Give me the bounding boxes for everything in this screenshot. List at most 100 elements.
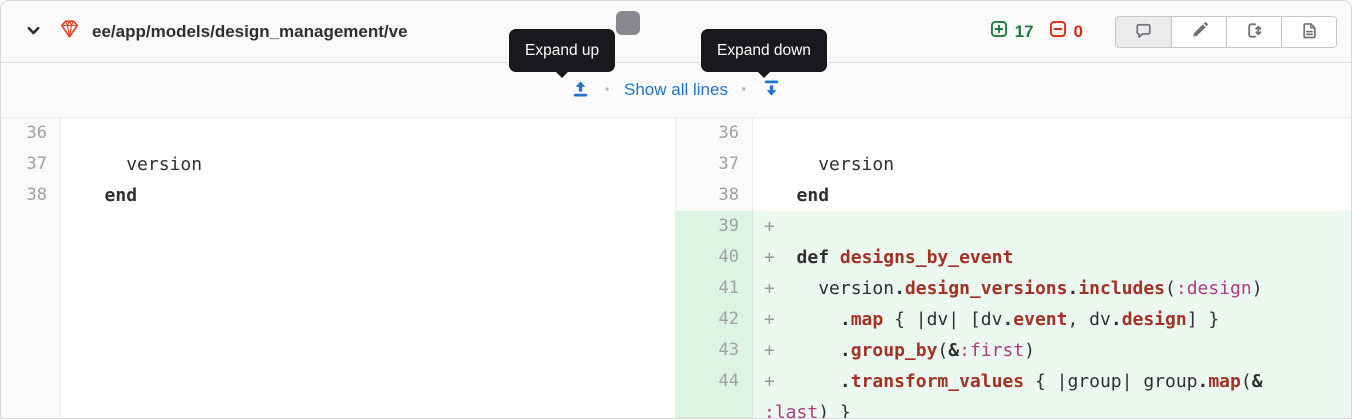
line-number[interactable]: 37 [1,149,61,180]
code-token: map [1208,371,1241,392]
empty-filler-row [1,211,675,418]
diff-marker [764,154,775,175]
gutter-filler [1,211,61,418]
tooltip-expand-down: Expand down [701,29,827,78]
diff-row: 36 [1,118,675,149]
code-token: ( [1240,371,1252,392]
edit-file-button[interactable] [1171,16,1226,47]
diff-row: 41+ version.design_versions.includes(:de… [676,273,1351,304]
line-number[interactable]: 44 [676,366,753,397]
diff-stats: 17 0 [990,20,1083,43]
code-token: design_versions [904,278,1068,299]
code-token: . [1110,309,1122,330]
code-line: version [753,149,1351,180]
line-number[interactable]: 38 [1,180,61,211]
code-token: ( [1165,278,1176,299]
line-number[interactable]: 38 [676,180,753,211]
diff-marker [72,185,83,206]
toggle-comments-button[interactable] [1116,16,1171,47]
diff-marker: + [764,247,775,268]
code-token: group_by [850,340,938,361]
code-token: . [839,309,851,330]
code-token [829,247,840,268]
code-token: includes [1078,278,1166,299]
separator-dot: · [604,78,612,101]
code-filler [61,211,675,418]
line-number[interactable]: 36 [1,118,61,149]
diff-row: :last) } [676,397,1351,418]
expand-lines-bar: · Show all lines · [1,63,1351,118]
code-line: + .transform_values { |group| group.map(… [753,366,1351,397]
expand-down-button[interactable] [761,78,782,102]
file-actions-group [1115,15,1337,48]
diff-row: 39+ [676,211,1351,242]
line-number[interactable] [676,397,753,418]
line-number[interactable]: 39 [676,211,753,242]
line-number[interactable]: 36 [676,118,753,149]
code-line: end [61,180,675,211]
ruby-gem-icon [57,17,82,46]
chevron-down-icon [26,23,41,41]
copy-file-path-button[interactable] [616,11,640,35]
pencil-icon [1191,21,1208,42]
expand-down-icon [761,78,782,102]
code-line: + .group_by(&:first) [753,335,1351,366]
code-token: :first [959,340,1025,361]
code-token: version [774,154,895,175]
diff-row: 43+ .group_by(&:first) [676,335,1351,366]
diff-row: 38 end [1,180,675,211]
line-number[interactable]: 41 [676,273,753,304]
code-token: end [104,185,138,206]
deletions-icon [1049,20,1067,43]
diff-marker: + [764,278,775,299]
code-line [61,118,675,149]
collapse-file-button[interactable] [19,18,47,46]
code-token: & [948,340,960,361]
code-token: map [850,309,884,330]
doc-versions-icon [1246,22,1263,42]
line-number[interactable]: 40 [676,242,753,273]
diff-row: 37 version [1,149,675,180]
diff-row: 44+ .transform_values { |group| group.ma… [676,366,1351,397]
expand-up-button[interactable] [570,78,591,102]
diff-file-header: ee/app/models/design_management/ve 17 0 [1,1,1351,63]
diff-marker: + [764,309,775,330]
code-token: { |dv| [dv [883,309,1003,330]
additions-icon [990,20,1008,43]
code-token: event [1013,309,1068,330]
code-line [753,118,1351,149]
diff-marker: + [764,340,775,361]
code-token: . [839,340,851,361]
code-token [775,185,797,206]
code-token: :design [1175,278,1252,299]
diff-marker [764,123,775,144]
code-token [775,340,840,361]
diff-marker: + [764,371,775,392]
code-line: + def designs_by_event [753,242,1351,273]
compare-versions-button[interactable] [1226,16,1281,47]
code-token: { |group| group [1024,371,1198,392]
code-token: . [894,278,905,299]
code-line: version [61,149,675,180]
file-path[interactable]: ee/app/models/design_management/ve [92,21,408,41]
line-number[interactable]: 37 [676,149,753,180]
code-token: & [1251,371,1263,392]
diff-marker [764,185,775,206]
code-token [775,309,840,330]
deletions-count: 0 [1073,21,1083,41]
view-file-button[interactable] [1281,16,1336,47]
line-number[interactable]: 43 [676,335,753,366]
code-token [83,185,105,206]
show-all-lines-link[interactable]: Show all lines [624,80,728,99]
code-token: version [774,278,895,299]
additions-count: 17 [1014,21,1034,41]
line-number[interactable]: 42 [676,304,753,335]
diff-row: 40+ def designs_by_event [676,242,1351,273]
diff-row: 42+ .map { |dv| [dv.event, dv.design] } [676,304,1351,335]
code-line: :last) } [753,397,1351,418]
code-token: ) } [818,402,851,418]
code-line: + version.design_versions.includes(:desi… [753,273,1351,304]
code-token [775,371,840,392]
